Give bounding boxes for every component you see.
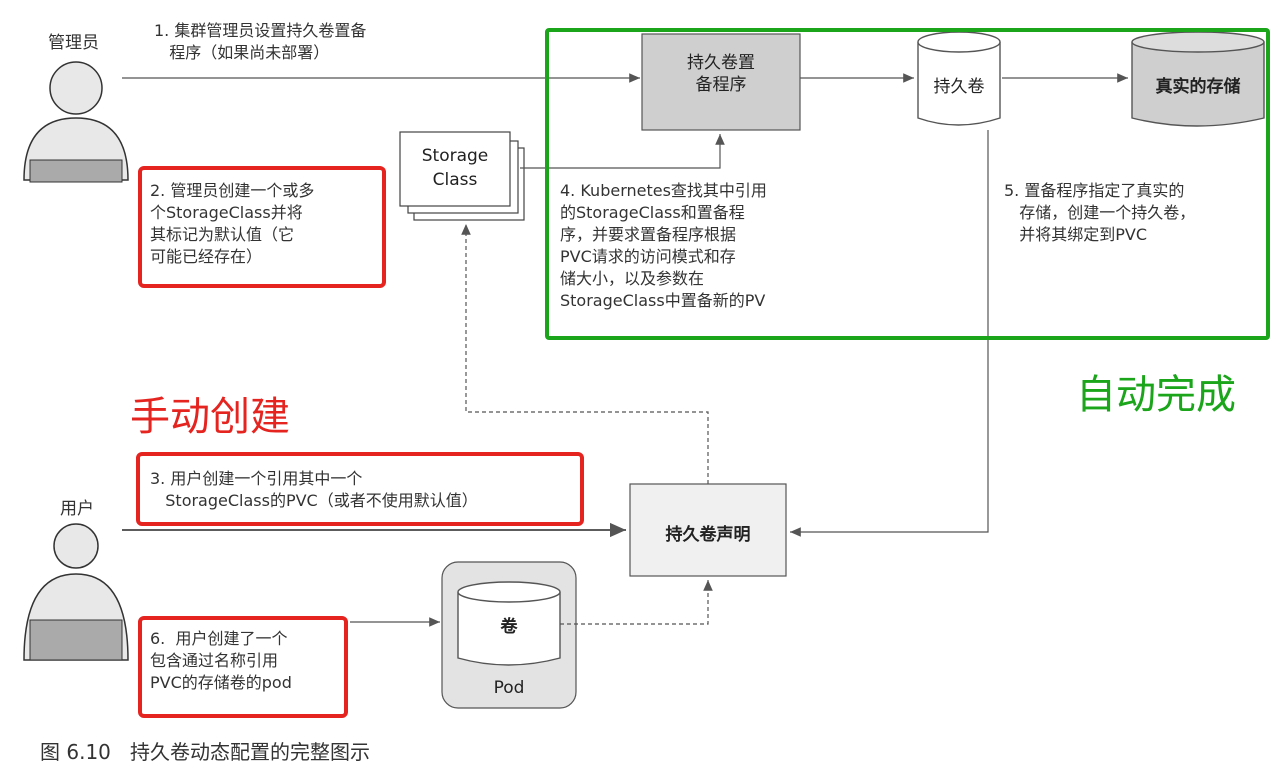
pvc-box [629, 483, 787, 577]
real-storage-label: 真实的存储 [1155, 77, 1241, 97]
step-4-text: 4. Kubernetes查找其中引用 的StorageClass和置备程 序，… [560, 181, 767, 310]
manual-annotation: 手动创建 [130, 394, 290, 440]
storage-class-label-line-2: Class [432, 170, 478, 190]
provisioner-label-line-2: 备程序 [695, 75, 747, 95]
real-storage-cylinder-icon [1131, 31, 1265, 127]
pod-label: Pod [493, 678, 525, 698]
provisioner-label-line-1: 持久卷置 [687, 53, 755, 73]
provisioner-box [641, 33, 801, 131]
volume-label: 卷 [500, 617, 518, 637]
storage-class-label-line-1: Storage [421, 146, 489, 166]
storage-class-stack-icon [399, 131, 525, 221]
step-2-highlight-box [138, 166, 386, 288]
storage-class-label: Storage Class [400, 144, 510, 192]
admin-figure-icon [23, 61, 129, 183]
pvc-label: 持久卷声明 [665, 525, 751, 545]
pv-label: 持久卷 [933, 77, 985, 97]
automatic-annotation: 自动完成 [1076, 372, 1236, 418]
user-figure-icon [23, 523, 129, 661]
step-3-text: 3. 用户创建一个引用其中一个 StorageClass的PVC（或者不使用默认… [150, 469, 478, 510]
step-6-text: 6. 用户创建了一个 包含通过名称引用 PVC的存储卷的pod [150, 629, 292, 692]
step-3-highlight-box [136, 452, 584, 526]
step-1-text: 1. 集群管理员设置持久卷置备 程序（如果尚未部署） [154, 21, 367, 62]
automatic-region-box [545, 28, 1270, 340]
volume-cylinder-icon [457, 581, 561, 666]
provisioner-label: 持久卷置 备程序 [642, 52, 800, 96]
step-5-text: 5. 置备程序指定了真实的 存储，创建一个持久卷， 并将其绑定到PVC [1004, 181, 1196, 244]
step-6-highlight-box [138, 616, 348, 718]
admin-label: 管理员 [48, 33, 99, 53]
pv-cylinder-icon [917, 31, 1001, 126]
figure-caption: 图 6.10 持久卷动态配置的完整图示 [40, 740, 370, 764]
step-2-text: 2. 管理员创建一个或多 个StorageClass并将 其标记为默认值（它 可… [150, 181, 315, 266]
user-label: 用户 [60, 499, 94, 519]
